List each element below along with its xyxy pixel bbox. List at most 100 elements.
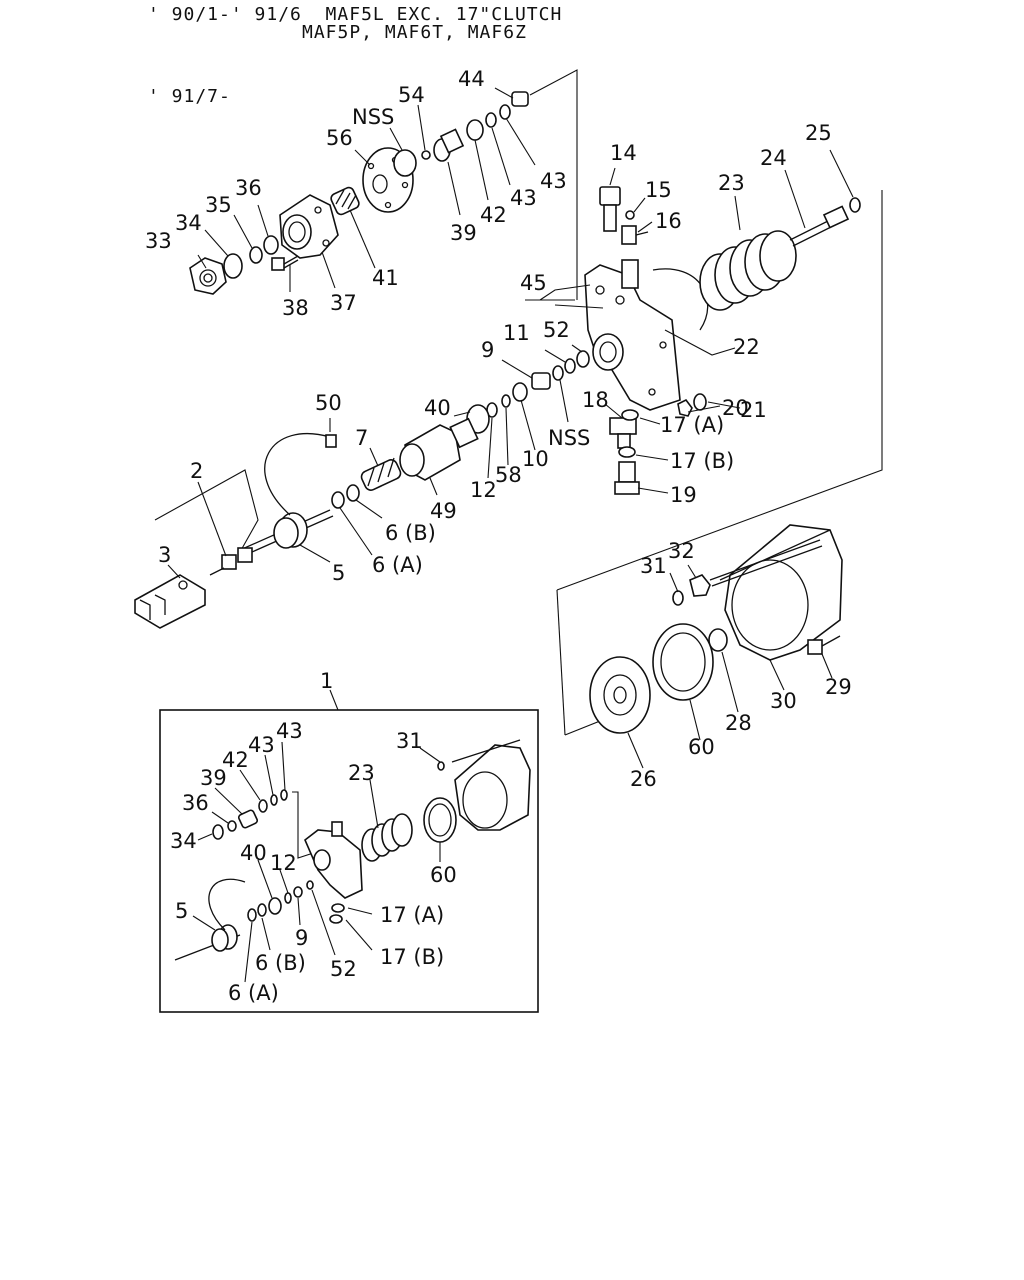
part-19-eye-bolt[interactable] (614, 461, 640, 495)
part-21-washer[interactable] (693, 393, 707, 411)
kit-part-40[interactable] (268, 897, 282, 915)
part-44-cap[interactable] (511, 91, 529, 107)
callout-6a: 6 (A) (372, 553, 423, 577)
kit-part-6b[interactable] (257, 903, 267, 917)
callout-56: 56 (326, 126, 353, 150)
kit-part-31[interactable] (437, 761, 445, 771)
kit-part-36[interactable] (227, 820, 237, 832)
kit-callout-40: 40 (240, 841, 267, 865)
part-39-plug[interactable] (433, 128, 465, 162)
kit-part-52[interactable] (306, 880, 314, 890)
kit-callout-5: 5 (175, 899, 188, 923)
callout-58: 58 (495, 463, 522, 487)
part-23-boot[interactable] (699, 230, 797, 311)
part-10-cup[interactable] (512, 382, 528, 402)
part-33-nut[interactable] (189, 257, 227, 295)
callout-21: 21 (740, 398, 767, 422)
part-30-booster-shell[interactable] (719, 524, 843, 661)
kit-part-shell[interactable] (451, 739, 531, 831)
part-nss-top-seal[interactable] (393, 149, 417, 177)
kit-part-5[interactable] (174, 878, 246, 961)
kit-part-43a[interactable] (270, 794, 278, 806)
part-9-piston[interactable] (531, 372, 551, 390)
part-14-bleeder-bolt[interactable] (599, 186, 621, 232)
callout-41: 41 (372, 266, 399, 290)
part-43b-oring[interactable] (499, 104, 511, 120)
callout-38: 38 (282, 296, 309, 320)
callout-29: 29 (825, 675, 852, 699)
part-16-nipple[interactable] (621, 225, 649, 245)
kit-callout-36: 36 (182, 791, 209, 815)
kit-callout-52: 52 (330, 957, 357, 981)
callout-18: 18 (582, 388, 609, 412)
part-2-adjust-nut[interactable] (209, 547, 253, 576)
part-38-bolt[interactable] (271, 255, 299, 271)
part-15-ball[interactable] (625, 210, 635, 220)
part-35-washer[interactable] (249, 246, 263, 264)
part-6a-seal[interactable] (331, 491, 345, 509)
kit-callout-6b: 6 (B) (255, 951, 306, 975)
kit-part-17b[interactable] (329, 914, 343, 924)
kit-part-42[interactable] (258, 799, 268, 813)
part-7-spring[interactable] (360, 457, 403, 492)
part-nss-mid-seal[interactable] (552, 365, 564, 381)
part-49-piston-housing[interactable] (399, 417, 479, 481)
part-37-housing[interactable] (279, 194, 339, 259)
kit-part-cylinder[interactable] (304, 821, 363, 899)
part-24-push-rod[interactable] (789, 205, 850, 247)
callout-33: 33 (145, 229, 172, 253)
part-5-piston-rod[interactable] (239, 432, 334, 557)
callout-24: 24 (760, 146, 787, 170)
part-45-cylinder-body[interactable] (584, 259, 681, 411)
part-58-washer[interactable] (501, 394, 511, 408)
kit-inset: 1 (159, 669, 539, 1013)
part-17b-gasket[interactable] (618, 446, 636, 458)
part-31-oring[interactable] (672, 590, 684, 606)
callout-44: 44 (458, 67, 485, 91)
kit-part-6a[interactable] (247, 908, 257, 922)
part-32-plug[interactable] (689, 539, 823, 597)
part-3-clevis[interactable] (134, 574, 206, 629)
callout-42: 42 (480, 203, 507, 227)
part-25-clip[interactable] (849, 197, 861, 213)
part-36-seal[interactable] (263, 235, 279, 255)
part-11-ring[interactable] (564, 358, 576, 374)
part-34-oring[interactable] (223, 253, 243, 279)
kit-callout-17b: 17 (B) (380, 945, 444, 969)
part-54-ring[interactable] (421, 150, 431, 160)
kit-part-12[interactable] (284, 892, 292, 904)
callout-11: 11 (503, 321, 530, 345)
part-28-nut[interactable] (708, 628, 728, 652)
callout-35: 35 (205, 193, 232, 217)
kit-callout-12: 12 (270, 851, 297, 875)
part-43a-oring[interactable] (485, 112, 497, 128)
callout-30: 30 (770, 689, 797, 713)
part-42-washer[interactable] (466, 119, 484, 141)
callout-37: 37 (330, 291, 357, 315)
kit-part-23[interactable] (361, 813, 413, 862)
callout-23: 23 (718, 171, 745, 195)
callout-6b: 6 (B) (385, 521, 436, 545)
part-29-bolt[interactable] (807, 635, 841, 655)
kit-part-39[interactable] (237, 809, 259, 829)
part-6b-seal[interactable] (346, 484, 360, 502)
callout-14: 14 (610, 141, 637, 165)
part-18-union[interactable] (609, 417, 637, 449)
part-17a-gasket[interactable] (621, 409, 639, 421)
kit-part-43b[interactable] (280, 789, 288, 801)
part-52-seal[interactable] (576, 350, 590, 368)
callout-2: 2 (190, 459, 203, 483)
part-26-diaphragm[interactable] (589, 656, 651, 734)
kit-part-17a[interactable] (331, 903, 345, 913)
model-range-title: ' 90/1-' 91/6 MAF5L EXC. 17"CLUTCH (148, 4, 563, 25)
callout-43b: 43 (510, 186, 537, 210)
part-60-seal-ring[interactable] (652, 623, 714, 701)
kit-part-34[interactable] (212, 824, 224, 840)
part-41-spring[interactable] (329, 186, 360, 216)
kit-part-60[interactable] (423, 797, 457, 843)
callout-labels: 44 54 NSS 56 43 43 42 39 41 36 35 34 33 … (145, 67, 852, 791)
callout-52: 52 (543, 318, 570, 342)
kit-part-9[interactable] (293, 886, 303, 898)
callout-49: 49 (430, 499, 457, 523)
part-50-sensor-wire[interactable] (325, 434, 337, 448)
